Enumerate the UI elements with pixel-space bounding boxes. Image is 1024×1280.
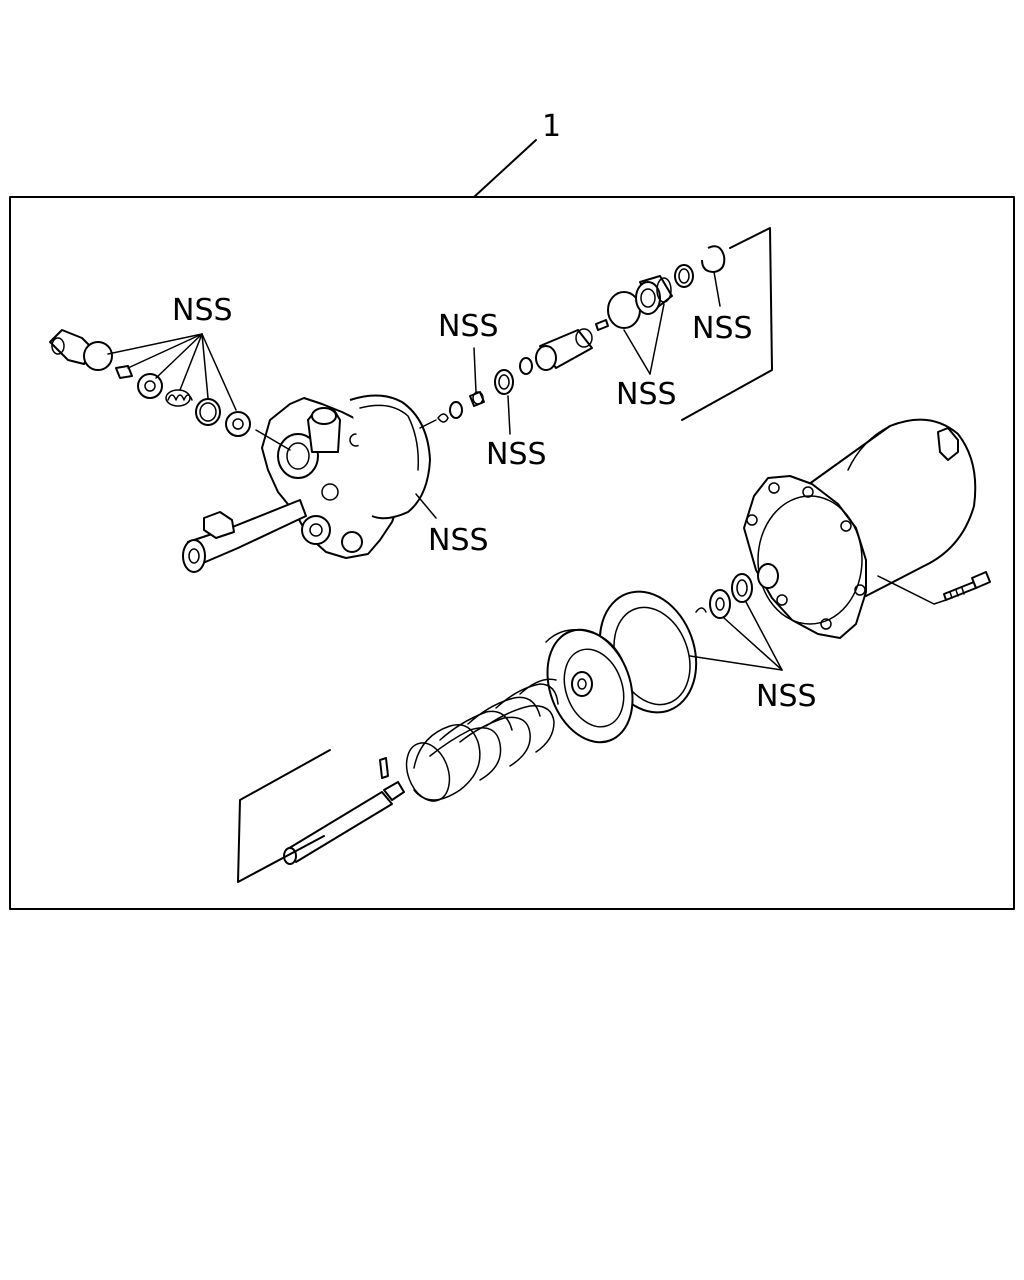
valve-parts-bracket [681, 227, 773, 421]
push-rod [283, 781, 405, 865]
nss-label-housing-gasket: NSS [428, 523, 489, 558]
lower-washer [709, 563, 779, 619]
valve-parts-row [419, 227, 773, 429]
push-rod-bracket [237, 749, 331, 883]
nss-label-valve-seal: NSS [486, 437, 547, 472]
roll-pin [379, 757, 389, 779]
return-spring [405, 678, 559, 802]
valve-seal [494, 369, 514, 395]
small-c-clip [695, 607, 707, 613]
item-number-label: 1 [542, 109, 561, 144]
bleeder-fitting [49, 329, 113, 371]
o-ring-4 [674, 264, 694, 288]
o-ring-1 [137, 373, 163, 399]
nss-label-piston-seals: NSS [616, 377, 677, 412]
small-pin [115, 365, 133, 379]
valve-housing [49, 329, 431, 573]
nss-label-lower-seals: NSS [756, 679, 817, 714]
spring-small-1 [165, 389, 193, 407]
valve-spring-small [469, 391, 485, 407]
nss-leader-lines [107, 271, 783, 671]
o-ring-3 [225, 411, 251, 437]
piston-cup [635, 275, 673, 315]
nss-label-left: NSS [172, 293, 233, 328]
item-number-leader [473, 139, 537, 198]
o-ring-2 [195, 398, 221, 426]
small-clip [437, 401, 463, 423]
valve-plunger [535, 328, 593, 371]
small-key [595, 319, 609, 331]
snap-ring [701, 245, 726, 273]
lower-assembly [237, 563, 779, 883]
kit-frame [9, 196, 1015, 910]
piston-plate [545, 628, 634, 744]
nss-label-snap-ring: NSS [692, 311, 753, 346]
nss-label-valve-spring: NSS [438, 309, 499, 344]
lower-seal-ring [731, 573, 753, 603]
small-washer [519, 357, 533, 375]
cylinder-cover [743, 418, 991, 639]
